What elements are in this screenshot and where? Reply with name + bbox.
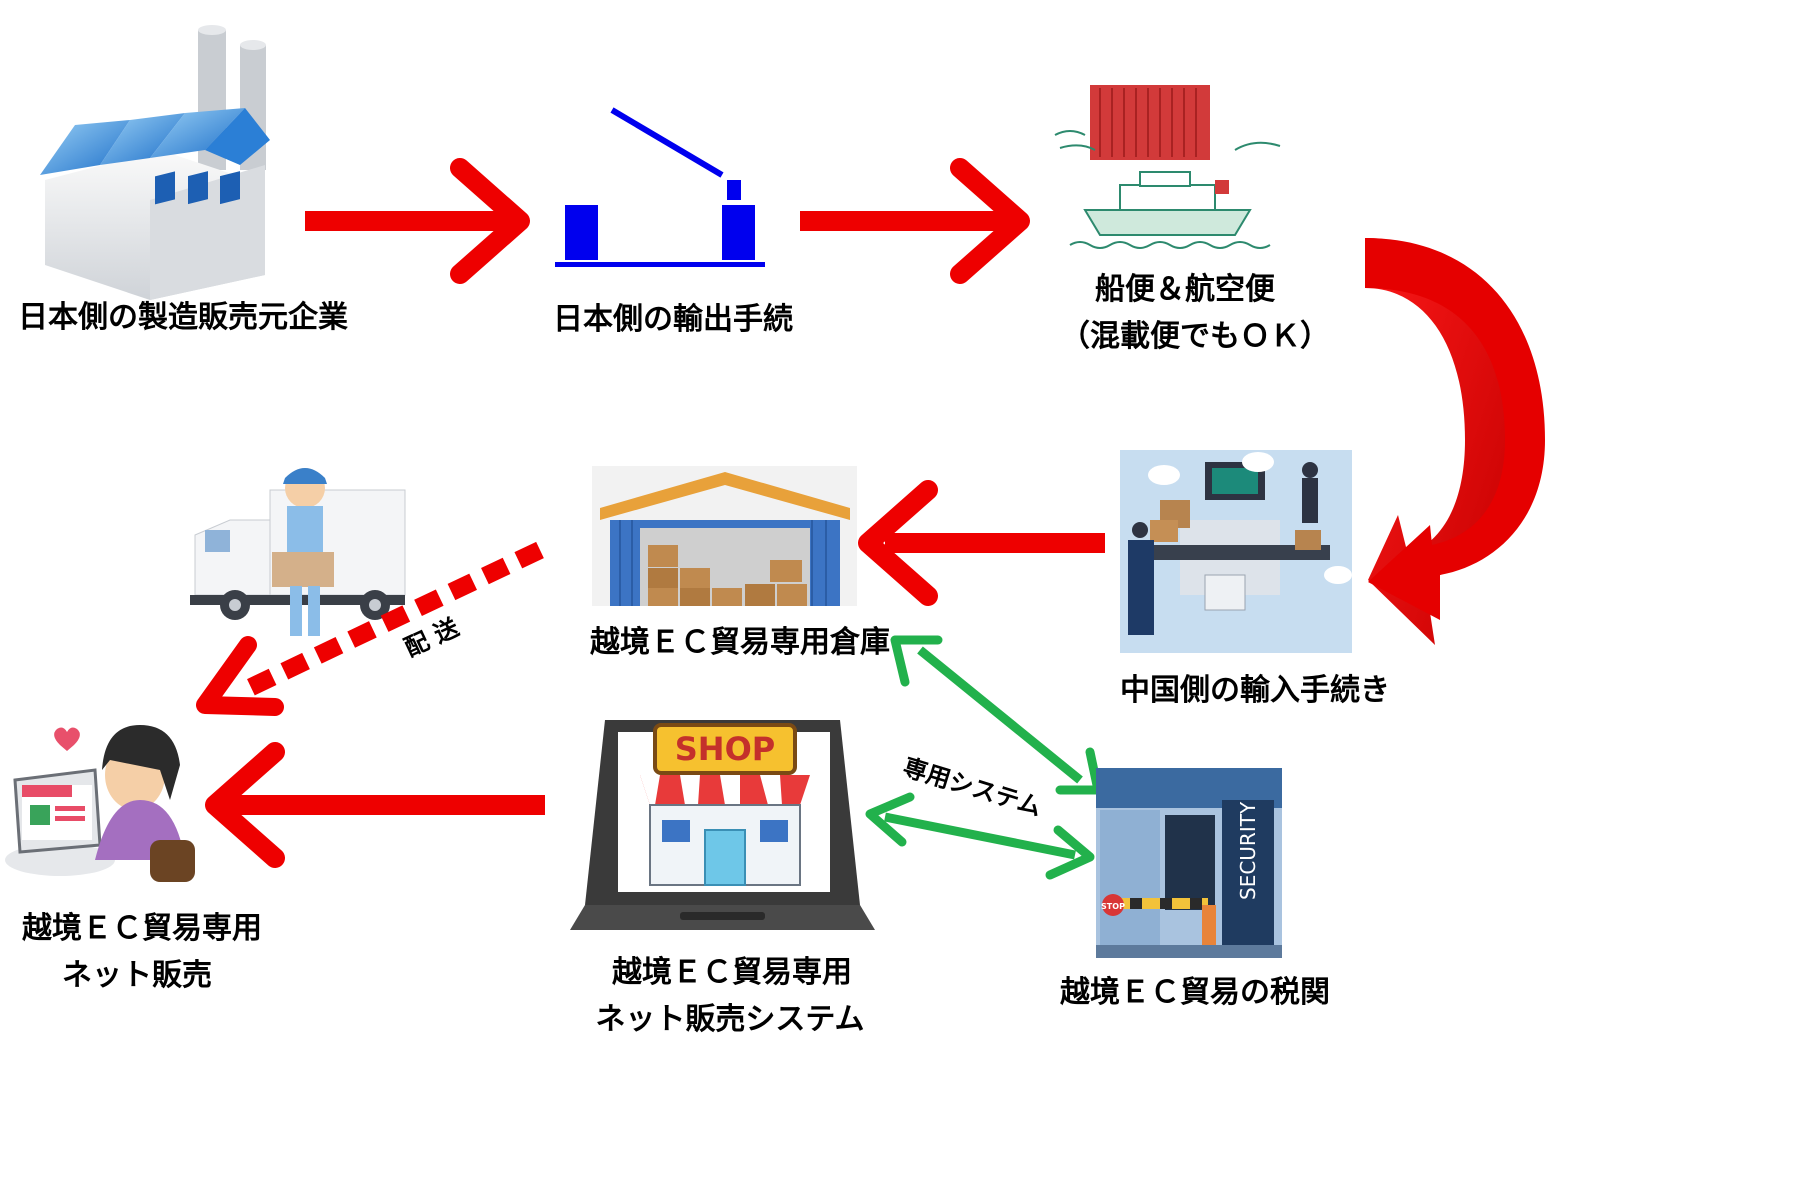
flow-arrow-1 [305, 158, 530, 284]
seesaw-icon [555, 107, 765, 267]
stop-sign: STOP [1101, 902, 1125, 911]
delivery-truck-icon [190, 468, 406, 636]
online-sales-label-line1: 越境ＥＣ貿易専用 [22, 911, 262, 946]
flow-arrow-3 [858, 480, 1105, 606]
delivery-arrow [196, 541, 544, 716]
security-sign: SECURITY [1236, 801, 1260, 900]
flow-arrow-4 [205, 742, 545, 868]
shipping-label-line1: 船便＆航空便 [1095, 272, 1275, 307]
online-shopper-icon [5, 712, 198, 882]
laptop-shop-icon [570, 720, 875, 930]
security-gate-icon: SECURITY STOP [1096, 768, 1282, 958]
system-arrow-lower [865, 792, 1095, 880]
shop-sign: SHOP [675, 730, 775, 768]
china-import-label: 中国側の輸入手続き [1120, 673, 1390, 708]
flow-arrow-2 [800, 158, 1030, 284]
shipping-label-line2: （混載便でもＯＫ） [1060, 319, 1330, 354]
sales-system-label-line1: 越境ＥＣ貿易専用 [612, 955, 852, 990]
warehouse-label: 越境ＥＣ貿易専用倉庫 [590, 625, 890, 660]
delivery-label: 配 送 [400, 613, 464, 663]
manufacturer-label: 日本側の製造販売元企業 [18, 300, 348, 335]
customs-label: 越境ＥＣ貿易の税関 [1060, 975, 1330, 1010]
container-ship-icon [1054, 85, 1281, 249]
export-procedure-label: 日本側の輸出手続 [553, 302, 793, 337]
system-label: 専用システム [900, 753, 1045, 822]
flow-arrow-curved [1365, 188, 1545, 645]
online-sales-label-line2: ネット販売 [62, 958, 212, 993]
customs-inspection-icon [1120, 450, 1352, 653]
sales-system-label-line2: ネット販売システム [595, 1002, 865, 1037]
warehouse-icon [592, 466, 857, 606]
factory-icon [40, 25, 270, 300]
